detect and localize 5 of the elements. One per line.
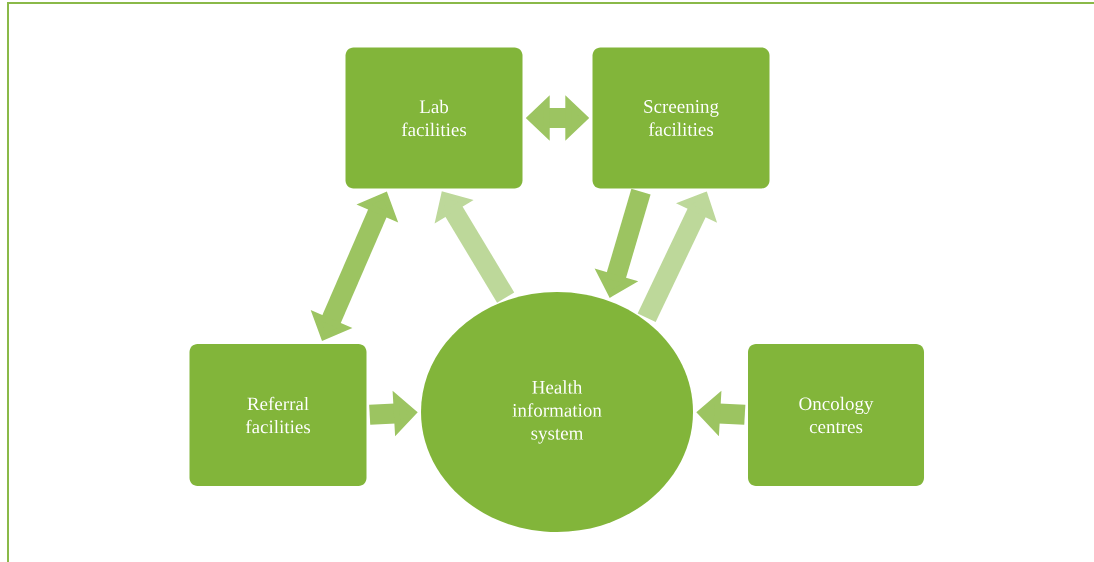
process-box: Oncology centres — [748, 344, 924, 486]
process-box: Referral facilities — [189, 344, 367, 486]
process-box: Screening facilities — [592, 47, 770, 189]
process-box: Lab facilities — [345, 47, 523, 189]
circle-node: Health information system — [421, 292, 693, 532]
